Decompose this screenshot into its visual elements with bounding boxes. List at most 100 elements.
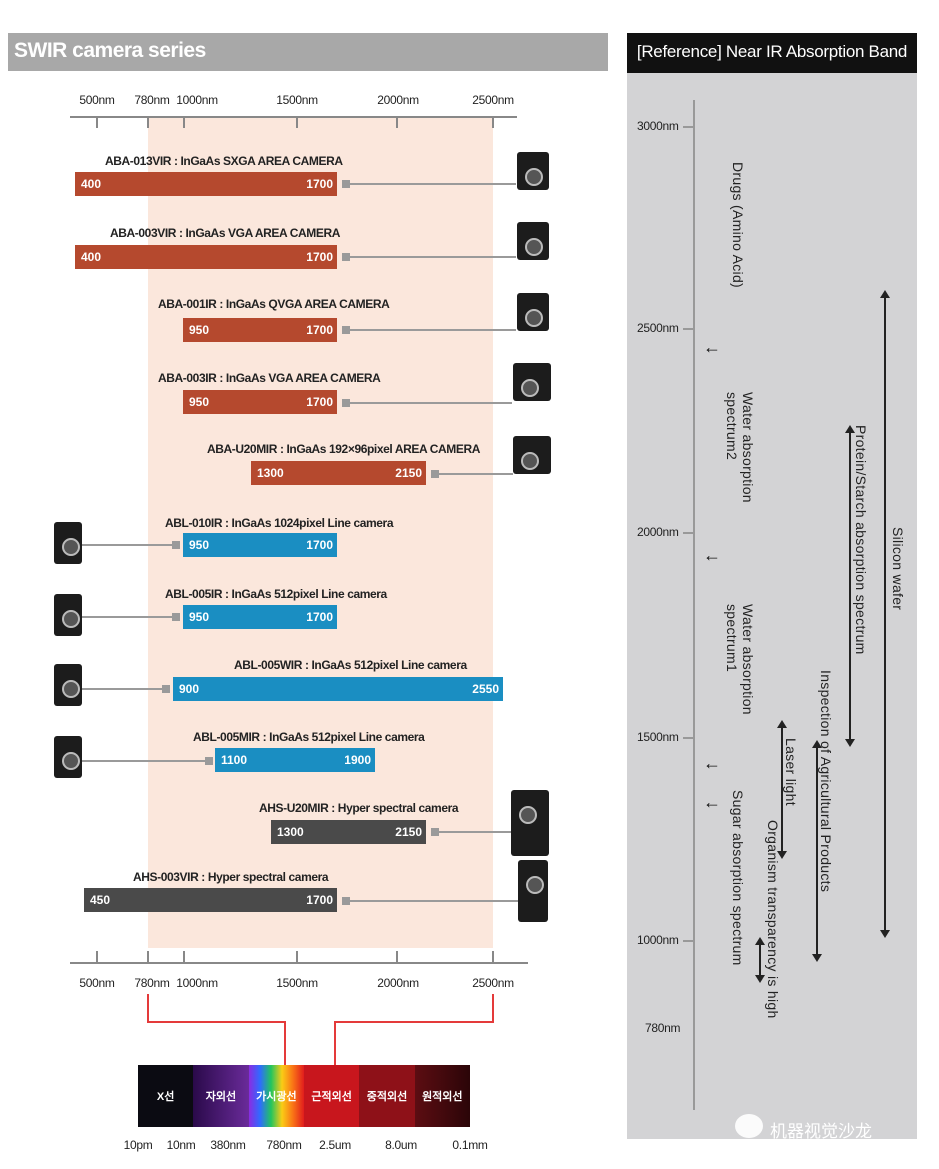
bracket-line (284, 1021, 286, 1067)
bottom-tick (492, 951, 494, 963)
camera-title: ABA-001IR : InGaAs QVGA AREA CAMERA (158, 297, 390, 311)
label-water2: Water absorption spectrum2 (724, 392, 756, 503)
label-sugar: Sugar absorption spectrum (730, 790, 746, 966)
range-low: 1100 (221, 753, 248, 767)
range-bar: 400 1700 (75, 172, 337, 196)
spectrum-scale-label: 780nm (266, 1138, 302, 1152)
line-camera-icon (54, 594, 82, 636)
right-header: [Reference] Near IR Absorption Band (627, 33, 917, 73)
range-bar: 950 1700 (183, 605, 337, 629)
camera-title: ABL-005MIR : InGaAs 512pixel Line camera (193, 730, 425, 744)
ref-tick-label: 2500nm (637, 321, 679, 335)
bottom-tick-label: 2000nm (377, 976, 419, 990)
connector-line (350, 329, 516, 331)
connector-square (431, 828, 439, 836)
connector-line (439, 473, 513, 475)
camera-title: ABA-003IR : InGaAs VGA AREA CAMERA (158, 371, 381, 385)
spectrum-scale-label: 2.5um (319, 1138, 351, 1152)
camera-title: AHS-003VIR : Hyper spectral camera (133, 870, 329, 884)
left-title: SWIR camera series (14, 39, 206, 62)
wechat-icon (735, 1114, 763, 1138)
connector-square (342, 897, 350, 905)
connector-line (80, 616, 172, 618)
arrow-down-icon (755, 975, 765, 983)
range-high: 1700 (306, 177, 333, 191)
connector-line (80, 688, 162, 690)
arrow-up-icon (880, 290, 890, 298)
arrow-up-icon (777, 720, 787, 728)
label-laser: Laser light (783, 738, 799, 806)
ref-tick-label: 780nm (645, 1021, 681, 1035)
ref-tick-label: 1500nm (637, 730, 679, 744)
range-high: 2150 (395, 825, 422, 839)
area-camera-icon (517, 152, 549, 190)
bracket-line (147, 994, 149, 1022)
range-high: 1700 (306, 893, 333, 907)
arrow-up-icon (845, 425, 855, 433)
ref-tick (683, 126, 695, 128)
bracket-line (147, 1021, 285, 1023)
hyper-spectral-camera-icon (518, 860, 548, 922)
right-title: [Reference] Near IR Absorption Band (636, 42, 908, 61)
connector-line (350, 900, 518, 902)
range-low: 950 (189, 610, 210, 624)
range-high: 1700 (306, 250, 333, 264)
protein-range-arrow (849, 432, 851, 740)
range-high: 2150 (395, 466, 422, 480)
electromagnetic-spectrum-strip: X선 자외선 가시광선 근적외선 중적외선 원적외선 (138, 1065, 470, 1127)
hyper-spectral-camera-icon (511, 790, 549, 856)
range-low: 1300 (257, 466, 284, 480)
connector-line (80, 544, 172, 546)
arrow-down-icon (777, 851, 787, 859)
spectrum-scale-label: 380nm (210, 1138, 246, 1152)
agri-range-arrow (816, 747, 818, 955)
top-tick (396, 116, 398, 128)
connector-line (350, 256, 516, 258)
bottom-tick-label: 1500nm (276, 976, 318, 990)
bracket-line (334, 1021, 494, 1023)
label-protein: Protein/Starch absorption spectrum (853, 425, 869, 655)
bottom-axis-line (70, 962, 528, 964)
band-mir: 중적외선 (359, 1065, 415, 1127)
bracket-line (492, 994, 494, 1022)
top-tick (296, 116, 298, 128)
range-high: 1700 (306, 323, 333, 337)
camera-title: ABA-003VIR : InGaAs VGA AREA CAMERA (110, 226, 341, 240)
top-tick-label: 500nm (79, 93, 115, 107)
band-visible: 가시광선 (248, 1065, 304, 1127)
range-high: 1700 (306, 610, 333, 624)
top-tick-label: 2500nm (472, 93, 514, 107)
connector-square (342, 253, 350, 261)
range-bar: 1100 1900 (215, 748, 375, 772)
range-low: 950 (189, 538, 210, 552)
top-tick-label: 780nm (134, 93, 170, 107)
connector-square (342, 180, 350, 188)
spectrum-scale-label: 8.0um (385, 1138, 417, 1152)
ref-tick-label: 2000nm (637, 525, 679, 539)
area-camera-icon (517, 293, 549, 331)
watermark-text: 机器视觉沙龙 (770, 1122, 872, 1141)
label-water1: Water absorption spectrum1 (724, 604, 756, 715)
label-organism: Organism transparency is high (765, 820, 781, 1019)
sugar-range-arrow (759, 944, 761, 976)
label-drugs: Drugs (Amino Acid) (730, 162, 746, 288)
range-low: 950 (189, 395, 210, 409)
camera-title: AHS-U20MIR : Hyper spectral camera (259, 801, 459, 815)
connector-square (172, 541, 180, 549)
area-camera-icon (513, 363, 551, 401)
top-tick-label: 1500nm (276, 93, 318, 107)
top-tick-label: 1000nm (176, 93, 218, 107)
connector-line (350, 402, 512, 404)
top-tick (492, 116, 494, 128)
band-xray: X선 (138, 1065, 194, 1127)
left-arrow-icon: ← (703, 753, 721, 773)
bottom-tick (96, 951, 98, 963)
camera-title: ABA-013VIR : InGaAs SXGA AREA CAMERA (105, 154, 343, 168)
range-low: 450 (90, 893, 111, 907)
connector-line (80, 760, 205, 762)
top-tick (183, 116, 185, 128)
ref-tick (683, 737, 695, 739)
laser-range-arrow (781, 727, 783, 852)
bracket-line (334, 1021, 336, 1067)
range-high: 2550 (472, 682, 499, 696)
